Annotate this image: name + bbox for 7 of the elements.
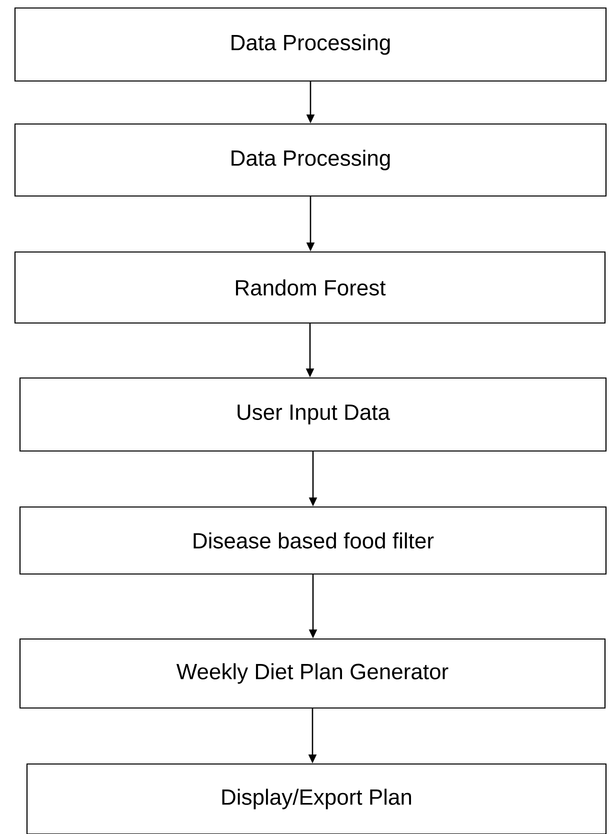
process-box: Random Forest	[14, 251, 606, 324]
process-box: Data Processing	[14, 123, 607, 197]
process-box: Disease based food filter	[19, 506, 607, 575]
process-box: Data Processing	[14, 7, 607, 82]
process-box: Display/Export Plan	[26, 763, 607, 834]
process-box: Weekly Diet Plan Generator	[19, 638, 606, 709]
process-box: User Input Data	[19, 377, 607, 452]
